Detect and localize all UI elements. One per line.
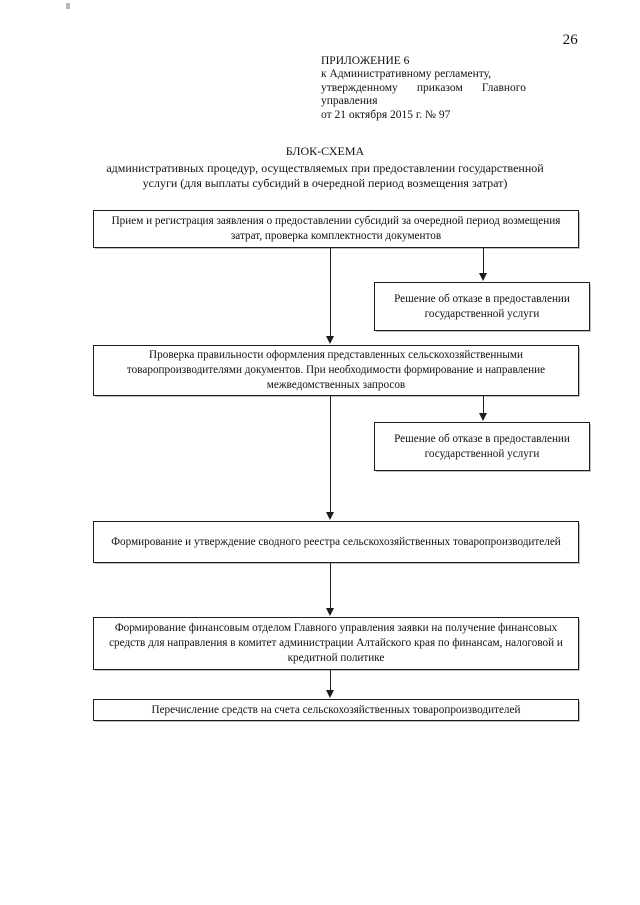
approval-line-regulation: к Административному регламенту, (321, 68, 492, 81)
flow-node-intake: Прием и регистрация заявления о предоста… (93, 210, 579, 248)
approval-word-approved: утвержденному (321, 81, 398, 94)
approval-word-main: Главного (481, 81, 526, 94)
flow-arrowhead-registry-to-funding (326, 608, 334, 616)
flow-edge-review-to-registry (330, 396, 332, 513)
flow-edge-intake-to-review (330, 248, 332, 337)
flow-node-refusal-first: Решение об отказе в предоставлении госуд… (374, 282, 590, 331)
approval-word-order: приказом (416, 81, 463, 94)
flow-node-intake-label: Прием и регистрация заявления о предоста… (111, 215, 561, 242)
document-subtitle-line-2: услуги (для выплаты субсидий в очередной… (142, 176, 508, 190)
flow-node-registry: Формирование и утверждение сводного реес… (93, 521, 579, 563)
approval-line-order: утвержденному приказом Главного (321, 82, 526, 95)
flow-edge-funding-to-transfer (330, 670, 332, 692)
approval-line-date: от 21 октября 2015 г. № 97 (321, 108, 451, 121)
flow-arrowhead-intake-to-review (326, 336, 334, 344)
page-title: БЛОК-СХЕМА (285, 144, 365, 158)
flow-node-funding-request-label: Формирование финансовым отделом Главного… (109, 622, 563, 664)
flow-arrowhead-intake-to-refusal (479, 273, 487, 281)
document-subtitle-line-1: административных процедур, осуществляемы… (106, 160, 544, 175)
flow-node-registry-label: Формирование и утверждение сводного реес… (111, 535, 561, 548)
flow-arrowhead-funding-to-transfer (326, 690, 334, 698)
approval-line-department: управления (321, 95, 378, 108)
flow-arrowhead-review-to-refusal (479, 413, 487, 421)
flow-node-refusal-second-label: Решение об отказе в предоставлении госуд… (394, 432, 570, 460)
flow-edge-intake-to-refusal (483, 248, 485, 274)
approval-line-appendix: ПРИЛОЖЕНИЕ 6 (321, 55, 410, 67)
flow-arrowhead-review-to-registry (326, 512, 334, 520)
flow-node-refusal-first-label: Решение об отказе в предоставлении госуд… (394, 292, 570, 320)
flow-node-document-review: Проверка правильности оформления предста… (93, 345, 579, 396)
document-title-block: БЛОК-СХЕМА административных процедур, ос… (70, 144, 580, 192)
scan-artifact-speck (66, 3, 70, 9)
flow-node-funds-transfer-label: Перечисление средств на счета сельскохоз… (151, 703, 521, 716)
flow-edge-registry-to-funding (330, 563, 332, 609)
approval-header-block: ПРИЛОЖЕНИЕ 6 к Административному регламе… (321, 55, 526, 122)
flow-edge-review-to-refusal (483, 396, 485, 414)
flow-node-document-review-label: Проверка правильности оформления предста… (126, 349, 546, 391)
flow-node-funding-request: Формирование финансовым отделом Главного… (93, 617, 579, 670)
flow-node-funds-transfer: Перечисление средств на счета сельскохоз… (93, 699, 579, 721)
flow-node-refusal-second: Решение об отказе в предоставлении госуд… (374, 422, 590, 471)
page-number: 26 (562, 32, 578, 48)
